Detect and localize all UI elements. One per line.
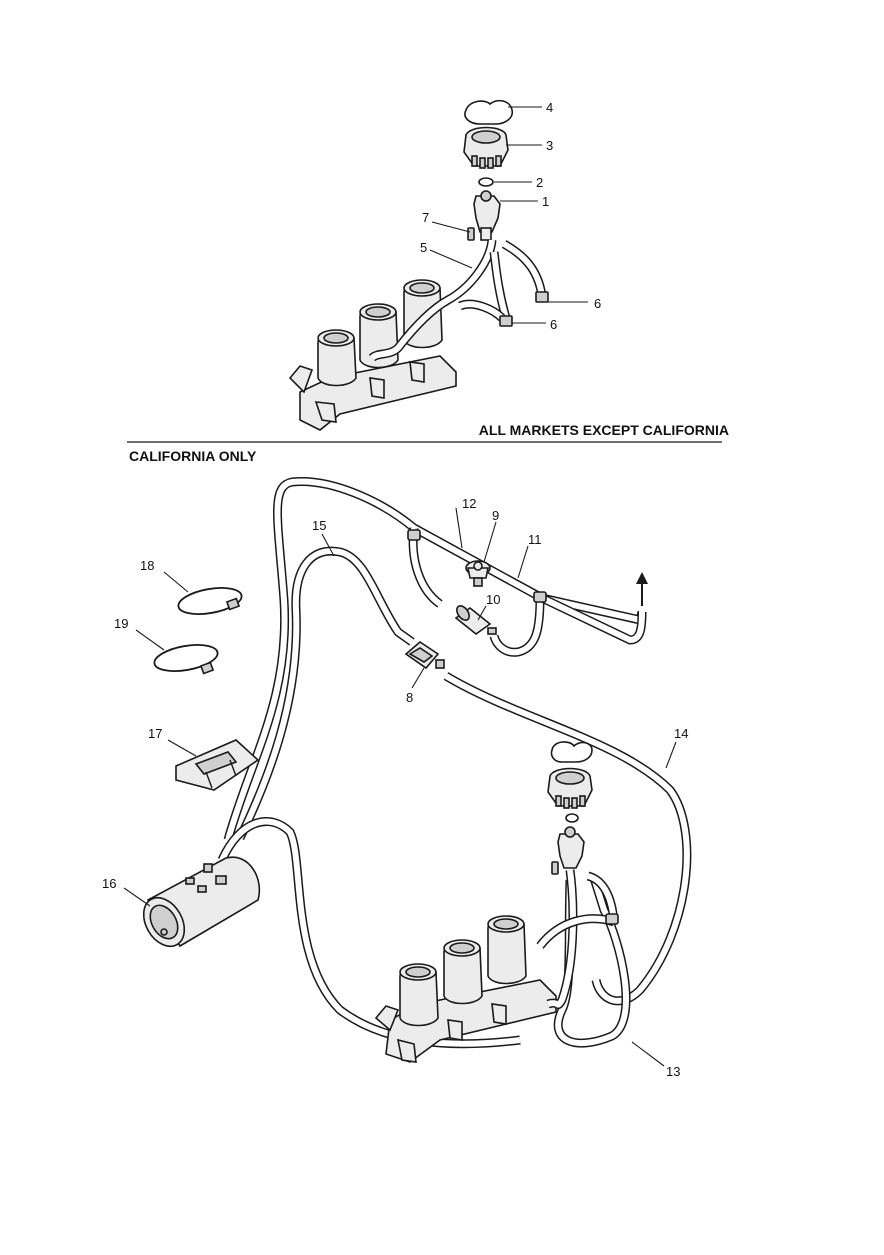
callout-15: 15: [312, 518, 326, 533]
callout-16: 16: [102, 876, 116, 891]
valve-8: [404, 640, 445, 670]
callout-6b: 6: [550, 317, 557, 332]
callout-19: 19: [114, 616, 128, 631]
callout-12: 12: [462, 496, 476, 511]
valve-assembly-lower: [547, 741, 593, 875]
lower-assembly: 12 9 11 15 10 18 19 8 17 14 16 13: [102, 477, 692, 1079]
callout-2: 2: [536, 175, 543, 190]
callout-4: 4: [546, 100, 553, 115]
filter-10: [454, 605, 497, 636]
callout-3: 3: [546, 138, 553, 153]
hose-5: [368, 239, 547, 362]
canister-16: [142, 856, 261, 948]
throttle-bodies-upper: [288, 279, 457, 431]
bracket-17: [175, 739, 260, 791]
caption-all-markets: ALL MARKETS EXCEPT CALIFORNIA: [479, 422, 729, 438]
callout-9: 9: [492, 508, 499, 523]
throttle-bodies-lower: [374, 915, 557, 1063]
clamp-19: [153, 644, 219, 675]
callout-11: 11: [528, 532, 542, 547]
gasket-4: [464, 99, 514, 125]
cap-6a: [535, 291, 549, 303]
cap-6b: [499, 315, 513, 327]
callout-10: 10: [486, 592, 500, 607]
hose-run-main: [217, 477, 692, 1049]
callout-13: 13: [666, 1064, 680, 1079]
tee-top-right: [533, 591, 547, 603]
callout-8: 8: [406, 690, 413, 705]
clamp-18: [177, 587, 243, 615]
callout-17: 17: [148, 726, 162, 741]
tee-lower-13: [605, 913, 619, 925]
caption-california: CALIFORNIA ONLY: [129, 448, 257, 464]
callout-1: 1: [542, 194, 549, 209]
callout-5: 5: [420, 240, 427, 255]
arrow-up-icon: [636, 572, 648, 606]
callout-14: 14: [674, 726, 688, 741]
hose-lower-valve: [536, 869, 619, 1010]
callout-7: 7: [422, 210, 429, 225]
tee-top-left: [407, 529, 421, 541]
callout-18: 18: [140, 558, 154, 573]
upper-assembly: 4 3 2 1 7 5 6 6: [288, 99, 601, 431]
screw-7: [467, 227, 475, 241]
callout-6a: 6: [594, 296, 601, 311]
o-ring-2: [478, 177, 494, 187]
valve-9: [465, 560, 491, 587]
